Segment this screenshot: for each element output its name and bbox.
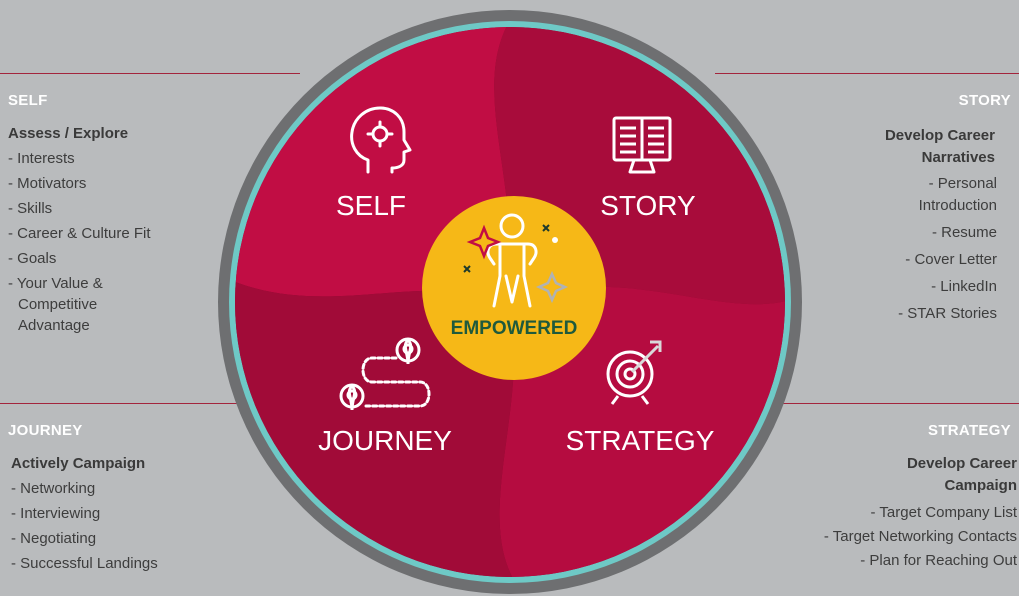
list-item: - Career & Culture Fit [8, 225, 151, 242]
quadrant-label-strategy: STRATEGY [566, 425, 715, 456]
self-section-list: - Interests - Motivators - Skills - Care… [8, 148, 238, 336]
list-item: - STAR Stories [898, 305, 997, 322]
self-divider-line [0, 73, 300, 74]
list-item: - LinkedIn [931, 278, 997, 295]
list-item: - Negotiating [11, 530, 97, 547]
list-item: - Interviewing [11, 505, 101, 522]
self-section: SELF Assess / Explore - Interests - Moti… [8, 92, 238, 340]
strategy-section-list: - Target Company List - Target Networkin… [747, 501, 1017, 573]
list-item: - Target Networking Contacts [823, 528, 1017, 545]
strategy-divider-line [712, 403, 1019, 404]
journey-section: JOURNEY Actively Campaign - Networking -… [8, 422, 238, 578]
story-section-list: - Personal Introduction - Resume - Cover… [771, 173, 997, 325]
journey-section-title: JOURNEY [8, 422, 83, 439]
story-section-heading: Develop Career Narratives [884, 127, 995, 166]
list-item: - Plan for Reaching Out [860, 552, 1017, 569]
list-item: - Cover Letter [905, 251, 997, 268]
story-section: STORY Develop Career Narratives - Person… [771, 92, 1011, 325]
list-item: - Your Value & Competitive Advantage [8, 275, 103, 334]
journey-section-heading: Actively Campaign [11, 455, 146, 472]
list-item: - Interests [8, 150, 75, 167]
self-section-heading: Assess / Explore [8, 125, 129, 142]
self-section-title: SELF [8, 92, 48, 109]
list-item: - Skills [8, 200, 53, 217]
list-item: - Successful Landings [11, 555, 158, 572]
route-pins-icon [339, 337, 431, 411]
quadrant-label-journey: JOURNEY [318, 425, 452, 456]
list-item: - Networking [11, 480, 96, 497]
strategy-section-title: STRATEGY [928, 422, 1011, 439]
open-book-icon [612, 116, 672, 174]
journey-divider-line [0, 403, 245, 404]
empowered-person-icon [486, 213, 538, 308]
strategy-section-heading: Develop Career Campaign [906, 455, 1017, 494]
journey-section-list: - Networking - Interviewing - Negotiatin… [11, 478, 238, 574]
head-gears-icon [350, 106, 412, 174]
target-arrow-icon [606, 340, 662, 405]
quadrant-label-story: STORY [600, 190, 696, 221]
center-label-empowered: EMPOWERED [451, 318, 578, 339]
list-item: - Motivators [8, 175, 87, 192]
list-item: - Goals [8, 250, 57, 267]
sparkle-icon [463, 224, 569, 304]
list-item: - Resume [931, 224, 997, 241]
list-item: - Target Company List [870, 504, 1017, 521]
list-item: - Personal Introduction [918, 175, 997, 214]
quadrant-label-self: SELF [336, 190, 406, 221]
strategy-section: STRATEGY Develop Career Campaign - Targe… [747, 422, 1017, 573]
story-divider-line [715, 73, 1019, 74]
story-section-title: STORY [958, 92, 1011, 109]
